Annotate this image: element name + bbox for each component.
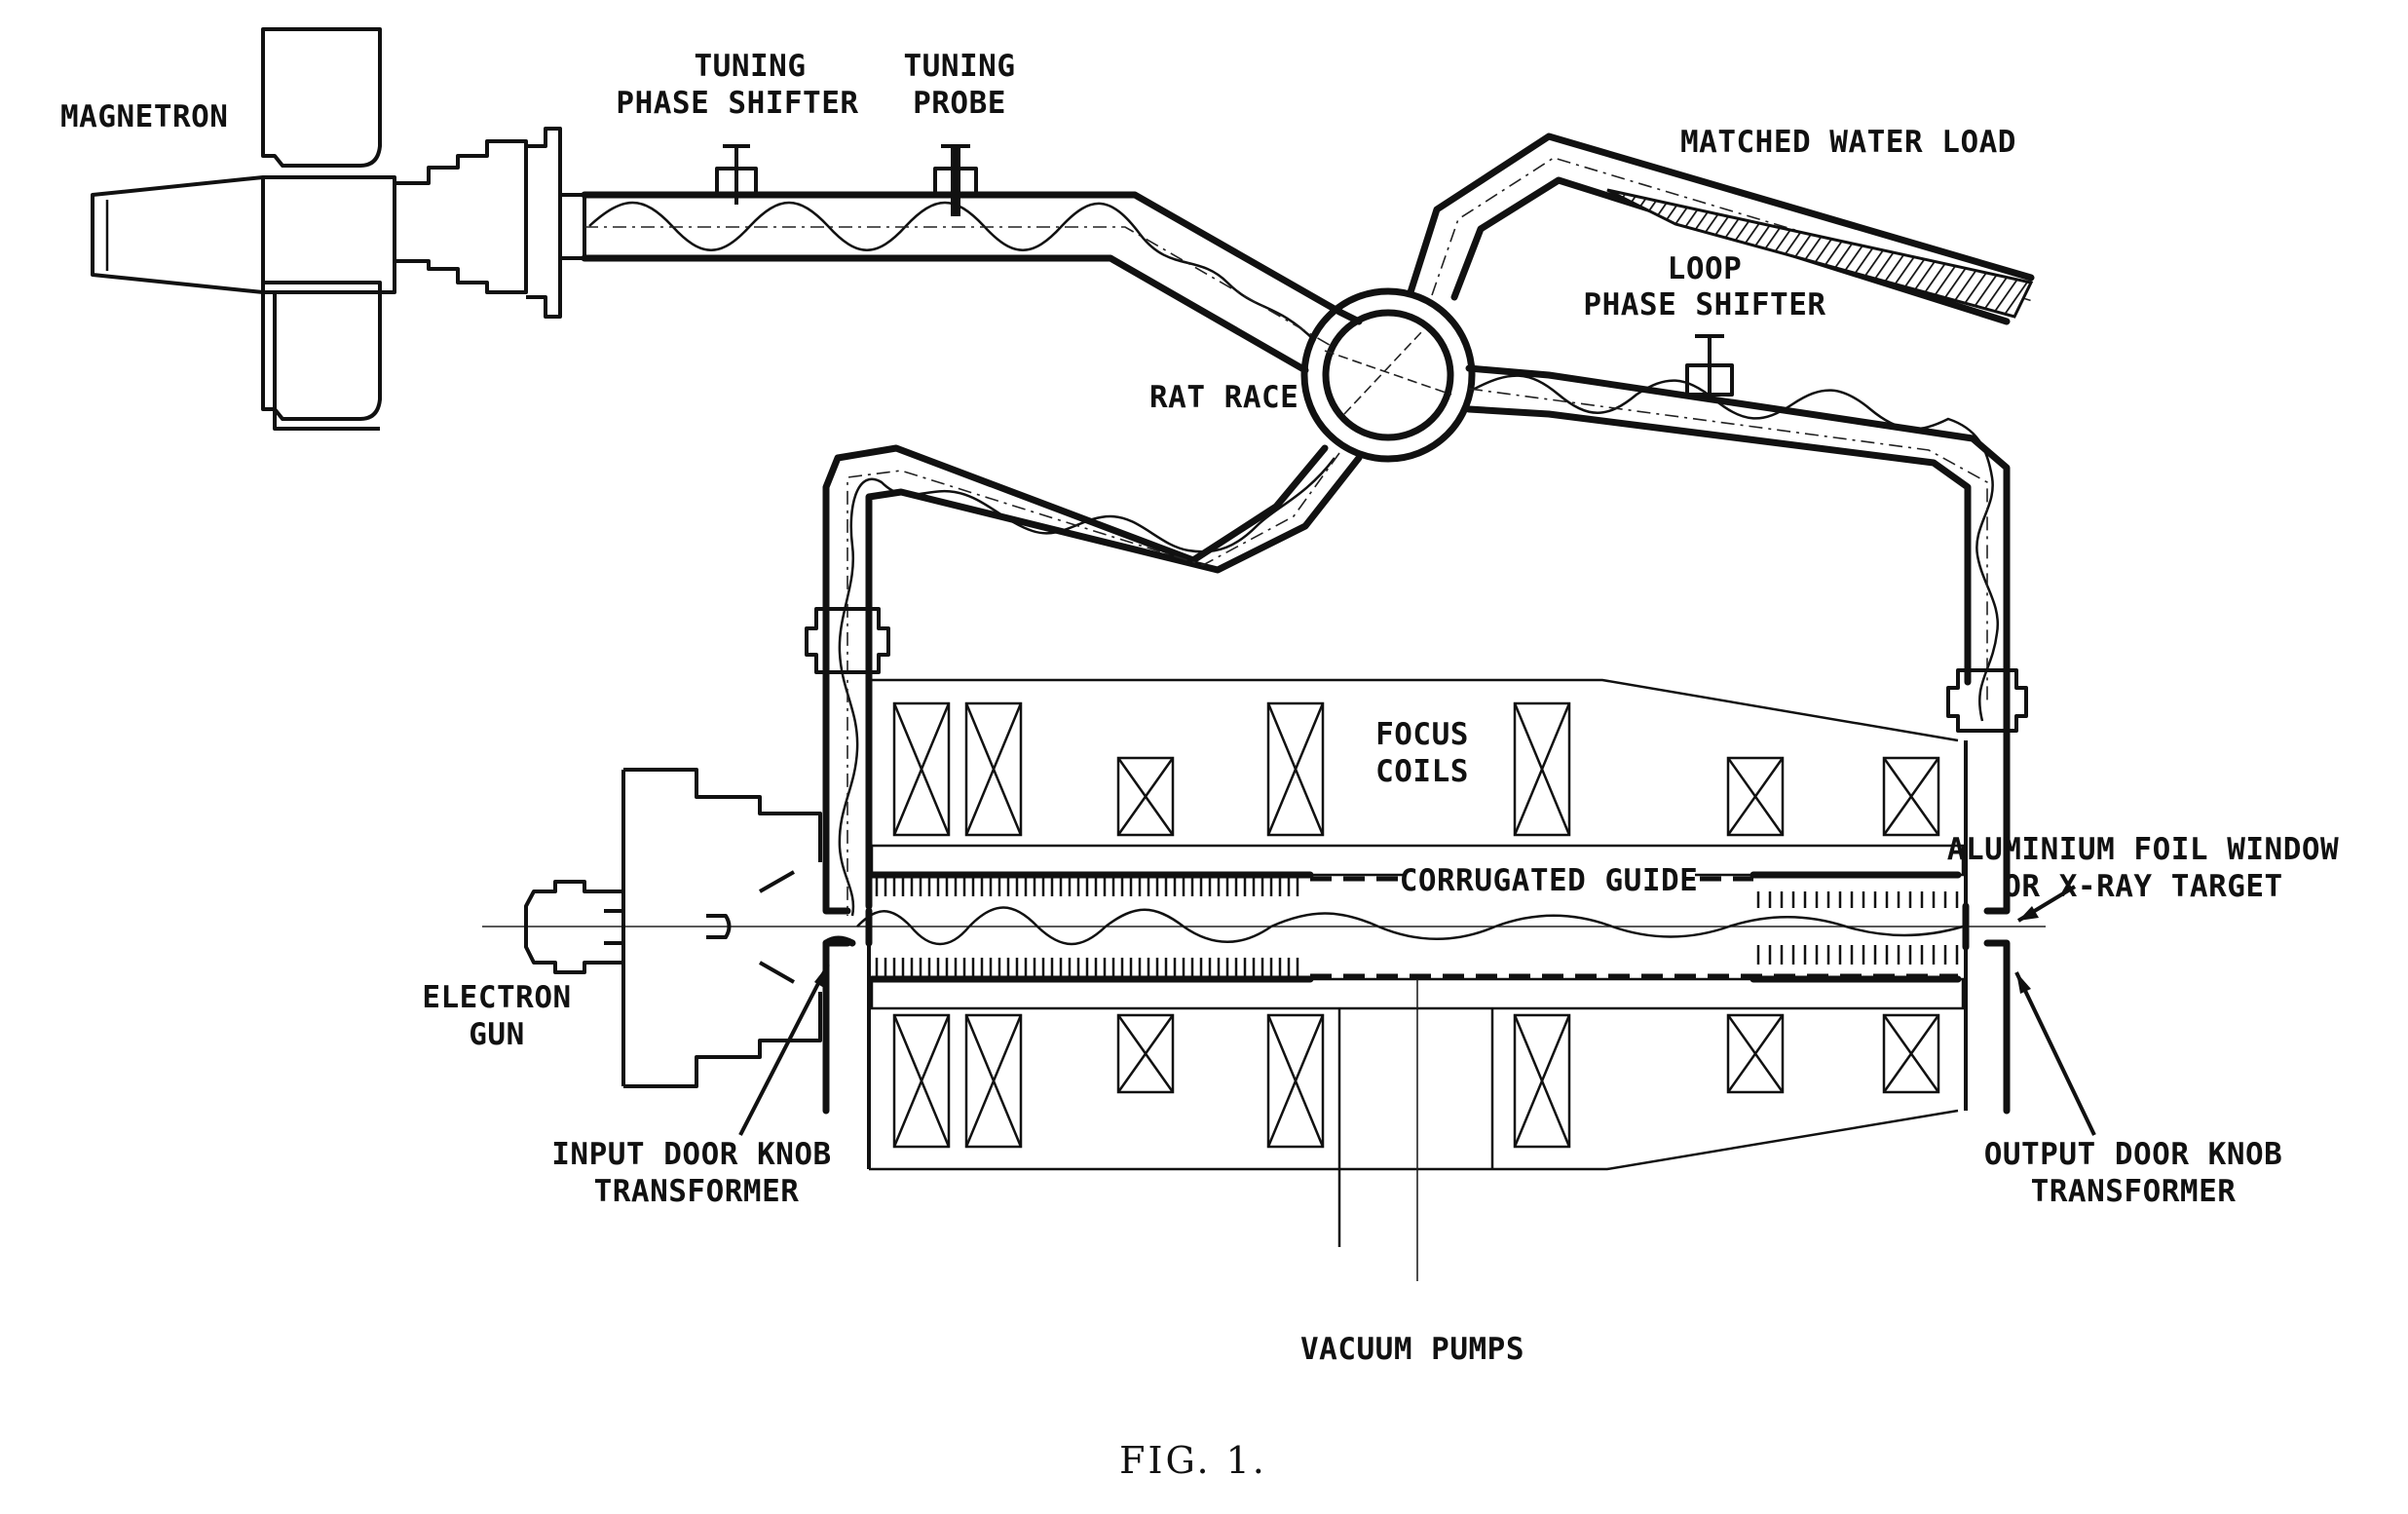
aluminium-foil-label: ALUMINIUM FOIL WINDOW xyxy=(1947,832,2339,867)
input-door-knob xyxy=(822,678,873,1115)
upper-focus-coils xyxy=(892,701,1940,837)
focus-coils-label-2: COILS xyxy=(1375,754,1469,789)
labels: MAGNETRON TUNING PHASE SHIFTER TUNING PR… xyxy=(60,49,2339,1482)
figure-caption: FIG. 1. xyxy=(1119,1439,1267,1482)
output-door-knob-label-2: TRANSFORMER xyxy=(2031,1174,2237,1209)
loop-phase-shifter-label-2: PHASE SHIFTER xyxy=(1583,287,1825,322)
loop-phase-shifter-label: LOOP xyxy=(1668,251,1743,286)
electron-gun-label: ELECTRON xyxy=(422,980,571,1015)
input-door-knob-label: INPUT DOOR KNOB xyxy=(551,1137,831,1172)
vacuum-pump-port xyxy=(1337,979,1494,1281)
vacuum-pumps-label: VACUUM PUMPS xyxy=(1300,1332,1524,1367)
output-door-knob xyxy=(1962,678,2011,1115)
input-door-knob-label-2: TRANSFORMER xyxy=(594,1174,800,1209)
tuning-phase-shifter-label-2: PHASE SHIFTER xyxy=(616,86,858,121)
electron-gun-label-2: GUN xyxy=(469,1017,525,1052)
lower-focus-coils xyxy=(892,1013,1940,1149)
input-waveguide xyxy=(581,191,1363,374)
tuning-probe xyxy=(933,144,978,216)
beam-wave xyxy=(856,906,1964,946)
focus-coils-label: FOCUS xyxy=(1375,717,1469,752)
tuning-probe-label-2: PROBE xyxy=(913,86,1006,121)
matched-water-load-label: MATCHED WATER LOAD xyxy=(1680,125,2016,160)
aluminium-foil-label-2: OR X-RAY TARGET xyxy=(2003,869,2282,904)
rat-race-label: RAT RACE xyxy=(1149,380,1298,415)
magnetron xyxy=(91,27,586,431)
input-flange xyxy=(805,607,890,674)
electron-gun xyxy=(524,768,822,1088)
matched-water-load xyxy=(1606,188,2034,319)
input-loop-waveguide xyxy=(822,444,1363,917)
leader-lines xyxy=(738,885,2096,1136)
loop-waveguide xyxy=(1465,364,2011,722)
corrugated-guide-label: CORRUGATED GUIDE xyxy=(1400,863,1699,898)
tuning-phase-shifter-screw xyxy=(715,144,758,205)
output-door-knob-label: OUTPUT DOOR KNOB xyxy=(1984,1137,2283,1172)
output-flange xyxy=(1946,668,2028,733)
tuning-probe-label: TUNING xyxy=(904,49,1016,84)
magnetron-label: MAGNETRON xyxy=(60,99,228,134)
rat-race xyxy=(1300,287,1476,463)
loop-phase-shifter-screw xyxy=(1685,334,1734,399)
tuning-phase-shifter-label: TUNING xyxy=(695,49,807,84)
